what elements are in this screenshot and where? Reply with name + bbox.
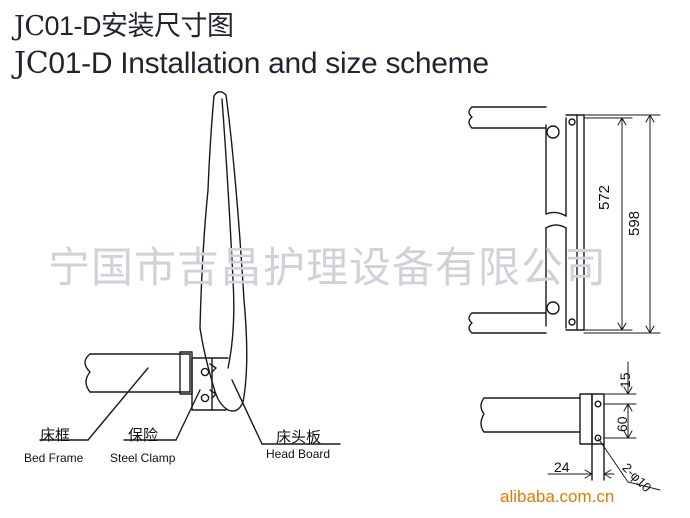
source-watermark: alibaba.com.cn bbox=[500, 487, 615, 506]
title-english: JC01-D Installation and size scheme bbox=[14, 46, 489, 81]
dimension-lines-detail bbox=[547, 361, 661, 491]
steel-clamp-label-en: Steel Clamp bbox=[110, 451, 176, 465]
side-elevation-drawing bbox=[468, 106, 585, 334]
steel-clamp-label-cn: 保险 bbox=[128, 426, 159, 444]
dimension-598: 598 bbox=[626, 210, 643, 236]
dimension-24: 24 bbox=[554, 459, 570, 475]
bed-frame-label-en: Bed Frame bbox=[24, 451, 84, 465]
dimension-60: 60 bbox=[614, 416, 630, 432]
head-board-label-cn: 床头板 bbox=[276, 428, 322, 446]
bed-frame-label-cn: 床框 bbox=[40, 426, 71, 444]
bed-frame-drawing bbox=[84, 351, 193, 395]
dimension-lines-side bbox=[583, 114, 661, 334]
steel-clamp-drawing bbox=[191, 357, 229, 411]
head-board-drawing bbox=[199, 91, 248, 412]
title-chinese: JC01-D安装尺寸图 bbox=[14, 11, 234, 42]
head-board-label-en: Head Board bbox=[266, 447, 331, 461]
company-watermark: 宁国市吉昌护理设备有限公司 bbox=[48, 243, 608, 292]
clamp-detail-drawing bbox=[480, 393, 605, 481]
dimension-15: 15 bbox=[617, 372, 633, 388]
dimension-572: 572 bbox=[596, 184, 613, 210]
